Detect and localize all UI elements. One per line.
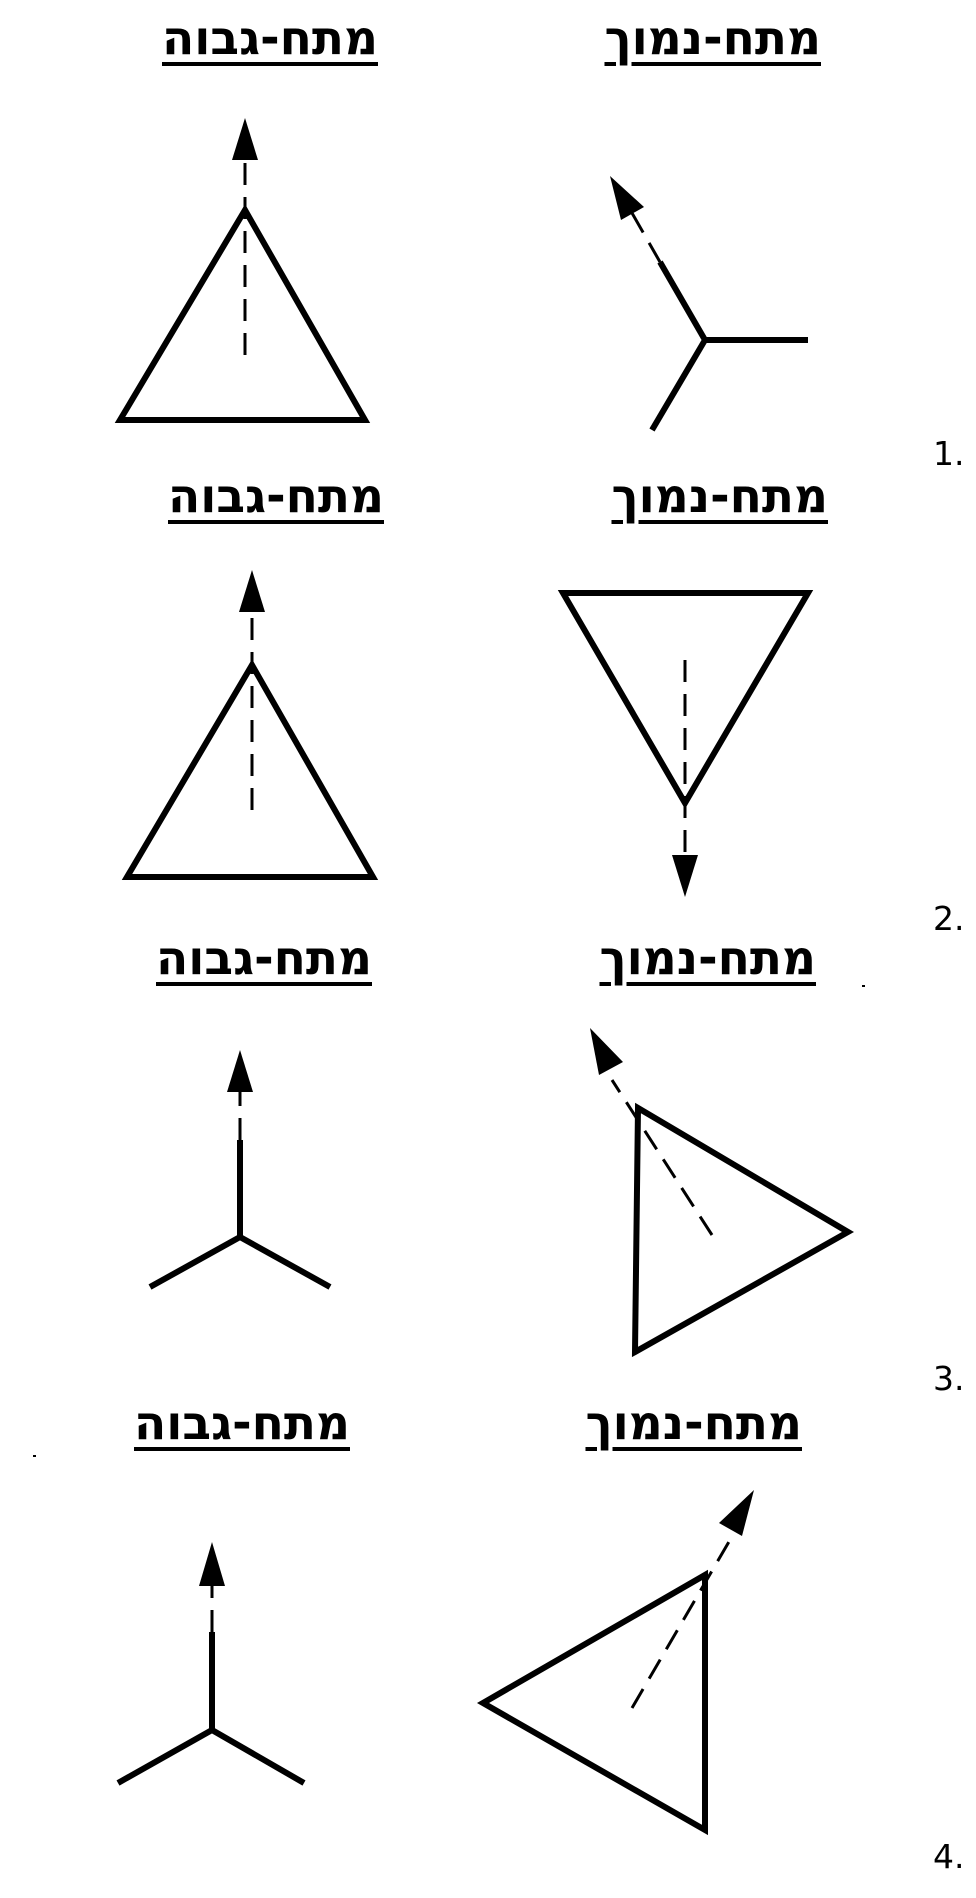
row3-high-voltage-label: מתח-גבוה [156,931,372,986]
phasor-dashed-line [610,1079,714,1236]
row4-number: 4. [933,1837,965,1876]
row3-high-voltage-star-symbol [148,1050,332,1290]
phasor-arrowhead [719,1490,754,1536]
row4-low-voltage-delta-symbol [476,1490,754,1836]
star-arm-lower-left [649,338,708,432]
star-arm-lower-left [148,1234,242,1290]
phasor-arrowhead [239,570,265,612]
stray-dot-1 [862,985,865,987]
phasor-arrowhead [232,118,258,160]
row1-low-voltage-star-symbol [610,176,808,432]
star-arm-lower-right [238,1234,332,1290]
delta-triangle [557,590,814,809]
row2-low-voltage-delta-symbol [557,590,814,897]
row1-high-voltage-delta-symbol [114,118,371,423]
row4-low-voltage-label: מתח-נמוך [585,1396,802,1451]
row1-high-voltage-label: מתח-גבוה [162,11,378,66]
row1-low-voltage-label: מתח-נמוך [604,11,821,66]
star-arm-lower-left [116,1727,214,1786]
row3-number: 3. [933,1359,965,1398]
delta-triangle [476,1569,708,1836]
row2-number: 2. [933,899,965,938]
delta-triangle [631,1102,855,1358]
phasor-dashed-line [630,1539,732,1709]
row2-low-voltage-label: מתח-נמוך [611,469,828,524]
row2-high-voltage-delta-symbol [121,570,379,880]
delta-triangle [121,659,379,880]
star-arm-lower-right [210,1727,306,1786]
star-arm-upper-left [657,260,708,342]
row4-high-voltage-label: מתח-גבוה [134,1396,350,1451]
row4-high-voltage-star-symbol [116,1542,306,1786]
row1-number: 1. [933,434,965,473]
row2-high-voltage-label: מתח-גבוה [168,469,384,524]
phasor-arrowhead [610,176,644,220]
phasor-dashed-line [630,212,662,263]
row3-low-voltage-label: מתח-נמוך [599,931,816,986]
phasor-arrowhead [590,1028,623,1075]
stray-dot-2 [33,1455,36,1457]
phasor-arrowhead [227,1050,253,1092]
phasor-arrowhead [199,1542,225,1586]
delta-triangle [114,204,371,423]
row3-low-voltage-delta-symbol [590,1028,855,1358]
phasor-arrowhead [672,855,698,897]
